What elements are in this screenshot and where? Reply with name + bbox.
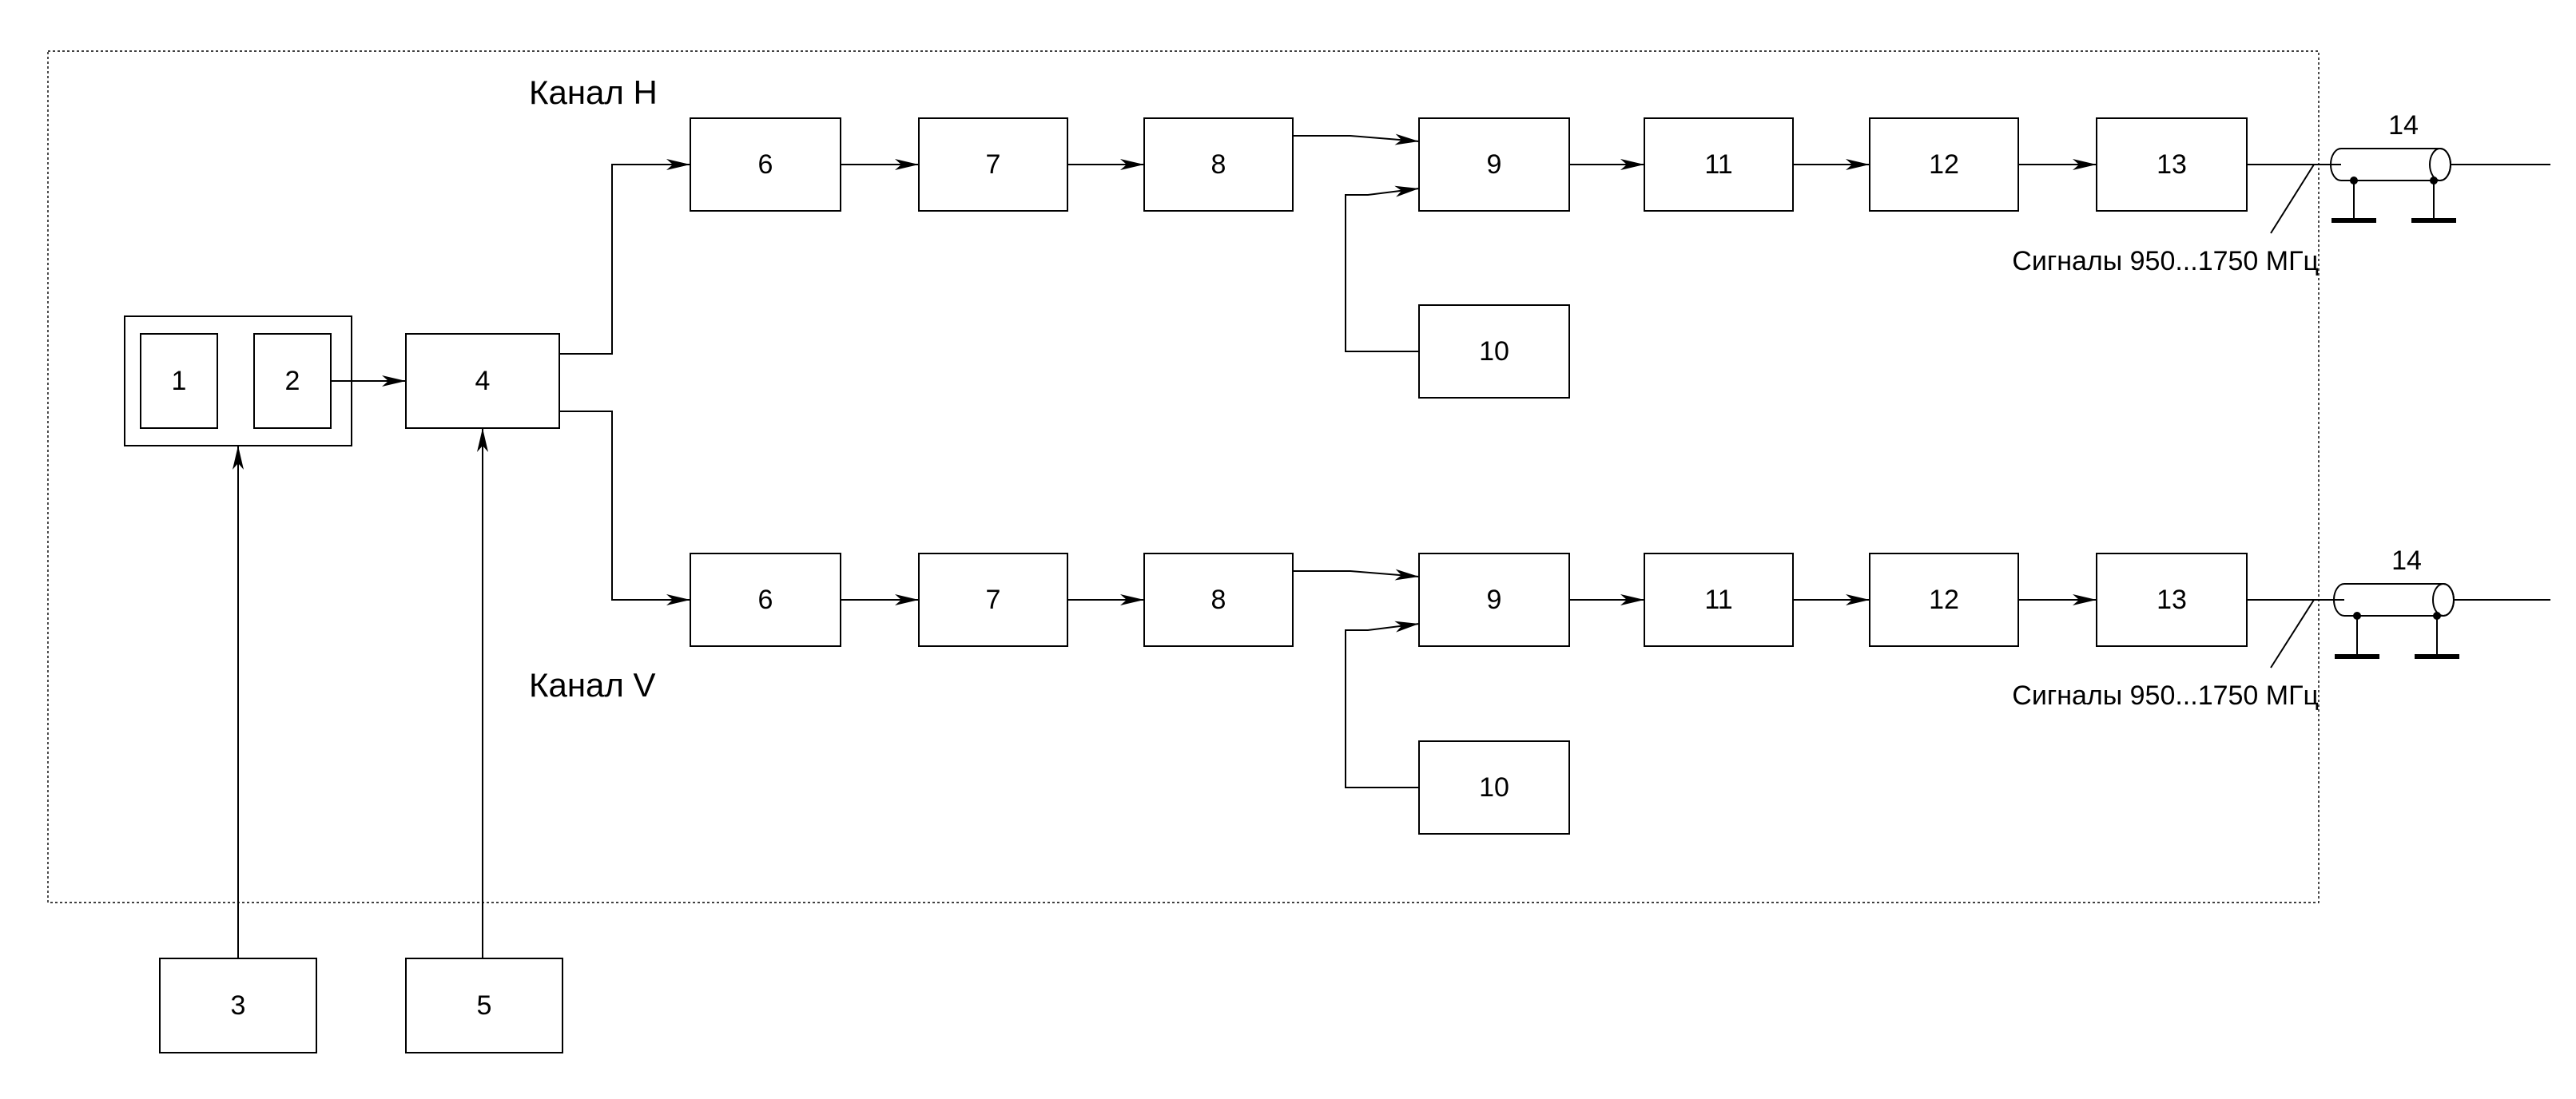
- block-2: [253, 333, 332, 429]
- v-block-7-label: 7: [986, 585, 1001, 615]
- h-coax-cable-icon: [2322, 148, 2550, 223]
- h-block-10: [1418, 304, 1570, 399]
- block-5-label: 5: [477, 990, 492, 1021]
- h-block-11-label: 11: [1704, 149, 1732, 180]
- v-signal-label: Сигналы 950...1750 МГц: [2012, 680, 2319, 711]
- h-block-7-label: 7: [986, 149, 1001, 180]
- v-block-11-label: 11: [1704, 585, 1732, 615]
- h-block-13-label: 13: [2157, 149, 2187, 180]
- h-block-11: [1644, 117, 1794, 212]
- h-arrow-10-to-9: [1345, 185, 1420, 352]
- block-2-label: 2: [285, 366, 300, 396]
- h-block-6-label: 6: [758, 149, 773, 180]
- v-coax-cable-icon: [2322, 583, 2550, 659]
- v-block-10: [1418, 740, 1570, 835]
- block-4-label: 4: [475, 366, 491, 396]
- v-arrow-10-to-9: [1345, 621, 1420, 788]
- v-block-12-label: 12: [1929, 585, 1959, 615]
- v-signal-leader: [2270, 599, 2315, 669]
- h-block-8: [1143, 117, 1294, 212]
- v-block-8: [1143, 553, 1294, 647]
- block-3-label: 3: [231, 990, 246, 1021]
- h-block-13: [2096, 117, 2248, 212]
- block-1-label: 1: [172, 366, 187, 396]
- h-cable-number: 14: [2388, 110, 2419, 141]
- block-4: [405, 333, 560, 429]
- h-block-10-label: 10: [1479, 336, 1509, 367]
- block-1: [140, 333, 218, 429]
- channel-v-label: Канал V: [529, 666, 656, 704]
- block-5: [405, 958, 563, 1053]
- v-block-6-label: 6: [758, 585, 773, 615]
- v-block-10-label: 10: [1479, 772, 1509, 803]
- v-block-12: [1869, 553, 2019, 647]
- h-block-9: [1418, 117, 1570, 212]
- h-block-8-label: 8: [1211, 149, 1226, 180]
- h-block-7: [918, 117, 1068, 212]
- v-block-8-label: 8: [1211, 585, 1226, 615]
- v-cable-number: 14: [2391, 546, 2422, 576]
- v-block-9-label: 9: [1487, 585, 1502, 615]
- v-arrow-8-to-9: [1293, 569, 1420, 581]
- h-block-12-label: 12: [1929, 149, 1959, 180]
- h-signal-label: Сигналы 950...1750 МГц: [2012, 246, 2319, 276]
- h-block-9-label: 9: [1487, 149, 1502, 180]
- h-block-6: [690, 117, 841, 212]
- v-block-6: [690, 553, 841, 647]
- h-arrow-8-to-9: [1293, 133, 1420, 145]
- h-block-12: [1869, 117, 2019, 212]
- arrow-4-to-h6: [559, 159, 690, 355]
- device-boundary: [47, 50, 2320, 903]
- v-block-13-label: 13: [2157, 585, 2187, 615]
- channel-h-label: Канал H: [529, 73, 658, 111]
- arrow-4-to-v6: [559, 411, 690, 605]
- v-block-9: [1418, 553, 1570, 647]
- h-signal-leader: [2270, 164, 2315, 234]
